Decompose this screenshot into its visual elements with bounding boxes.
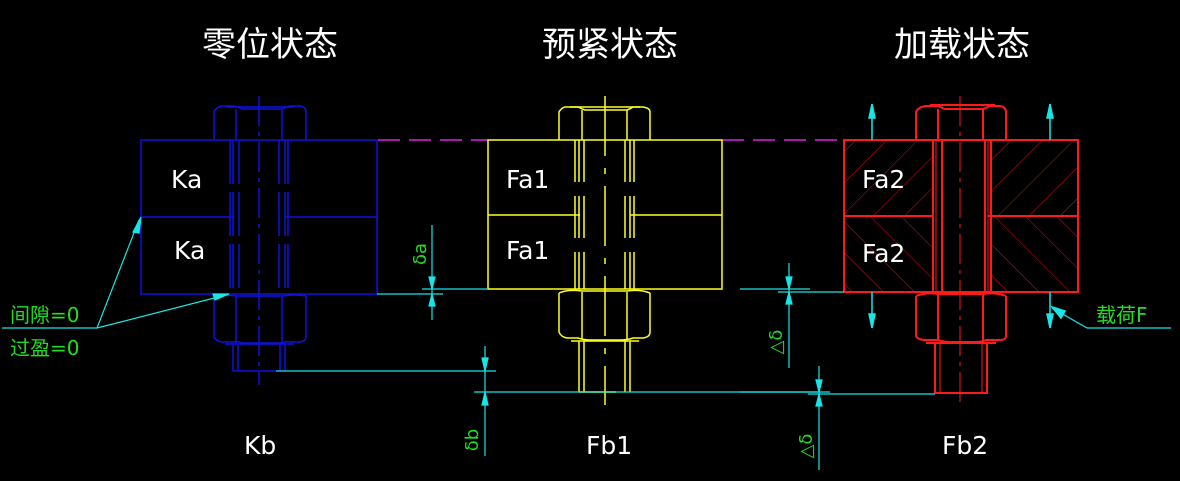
bolt-label-load: Fb2 (942, 431, 988, 460)
bolt-assembly-preload (487, 96, 723, 405)
load-arrows (868, 103, 1171, 329)
gap-leader (2, 216, 230, 329)
bolt-head (915, 105, 1007, 140)
member-label-lower-load: Fa2 (862, 239, 905, 268)
title-zero-state: 零位状态 (202, 25, 338, 65)
leader-arrow-icon (1049, 305, 1067, 320)
arrow-down-icon (1046, 313, 1054, 329)
gap-annotation: 间隙=0 (10, 303, 79, 327)
dim-delta-delta-bolt: △δ (796, 434, 817, 459)
dim-delta-delta-member: △δ (766, 330, 787, 355)
bolt-head (558, 106, 651, 140)
member-hatch (844, 140, 933, 216)
nut (213, 296, 307, 344)
arrow-up-icon (1046, 103, 1054, 119)
bolt-assembly-load (844, 140, 1078, 292)
dimension-lines (276, 225, 935, 470)
dim-delta-b: δb (462, 429, 483, 451)
member-label-upper-zero: Ka (171, 165, 202, 194)
nut (915, 296, 1007, 343)
member-hatch (990, 216, 1078, 292)
member-label-lower-preload: Fa1 (506, 236, 549, 265)
arrow-up-icon (868, 103, 876, 119)
member-hatch (844, 216, 933, 292)
load-annotation: 载荷F (1096, 303, 1148, 327)
bolt-label-zero: Kb (244, 431, 276, 460)
nut (558, 293, 651, 341)
dim-delta-a: δa (410, 243, 431, 265)
bolt-head (213, 105, 307, 140)
bolt-assembly-load-outline (843, 96, 1079, 408)
title-load-state: 加载状态 (894, 25, 1030, 65)
member-hatch (990, 140, 1078, 216)
member-label-upper-load: Fa2 (862, 165, 905, 194)
interference-annotation: 过盈=0 (10, 336, 79, 360)
bolt-label-preload: Fb1 (586, 431, 632, 460)
member-label-lower-zero: Ka (174, 236, 205, 265)
title-preload-state: 预紧状态 (542, 25, 678, 65)
member-label-upper-preload: Fa1 (506, 165, 549, 194)
arrow-down-icon (868, 313, 876, 329)
